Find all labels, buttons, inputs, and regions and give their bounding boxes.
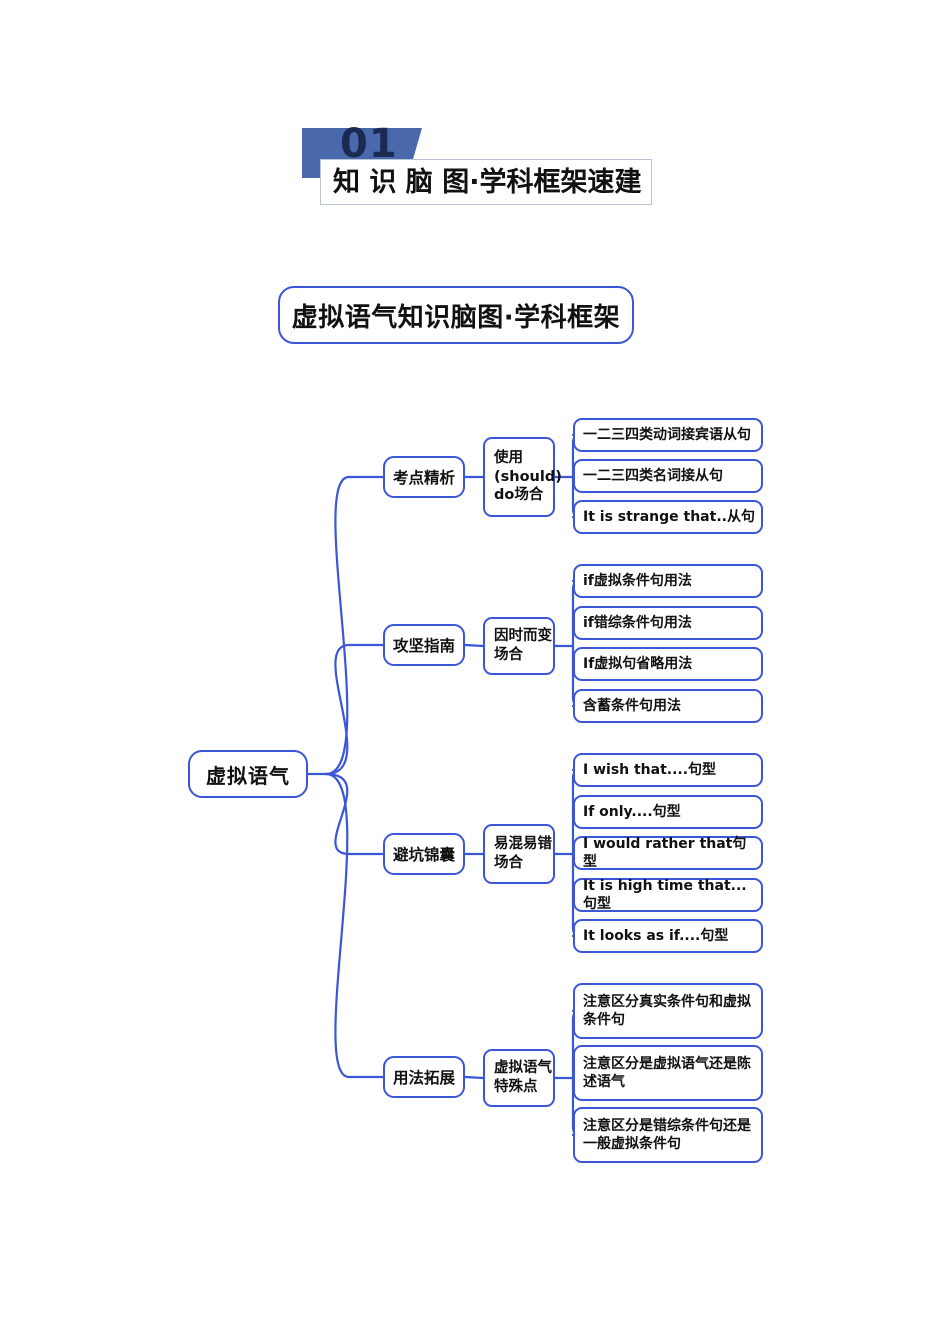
mindmap-leaf-node-2-0-label: I wish that....句型	[583, 761, 717, 778]
mindmap-leaf-node-3-0-label: 注意区分真实条件句和虚拟 条件句	[583, 993, 751, 1028]
mindmap-mid-node-1-label: 因时而变 场合	[494, 628, 552, 663]
mindmap-leaf-node-0-0[interactable]: 一二三四类动词接宾语从句	[573, 418, 763, 452]
section-header-bar: 知 识 脑 图·学科框架速建	[320, 159, 652, 205]
mindmap-leaf-node-1-3[interactable]: 含蓄条件句用法	[573, 689, 763, 723]
mindmap-mid-node-0[interactable]: 使用 (should) do场合	[483, 437, 562, 517]
page-title-text: 虚拟语气知识脑图·学科框架	[291, 302, 621, 333]
mindmap-branch-node-2-label: 避坑锦囊	[392, 846, 455, 864]
mindmap-leaf-node-2-2[interactable]: I would rather that句型	[573, 836, 763, 870]
mindmap-leaf-node-2-4-label: It looks as if....句型	[583, 927, 729, 944]
mindmap-mid-node-1[interactable]: 因时而变 场合	[483, 617, 555, 675]
section-badge-number: 01	[340, 121, 398, 167]
mindmap-leaf-node-0-1-label: 一二三四类名词接从句	[583, 467, 723, 484]
mindmap-mid-node-2[interactable]: 易混易错 场合	[483, 824, 555, 884]
mindmap-mid-node-3[interactable]: 虚拟语气 特殊点	[483, 1049, 555, 1107]
mindmap-leaf-node-2-2-label: I would rather that句型	[583, 835, 747, 870]
mindmap-leaf-node-2-1-label: If only....句型	[583, 803, 681, 820]
mindmap-branch-node-2[interactable]: 避坑锦囊	[383, 833, 465, 875]
mindmap-leaf-node-1-2-label: If虚拟句省略用法	[583, 655, 693, 672]
mindmap-branch-node-3-label: 用法拓展	[392, 1069, 455, 1087]
mindmap-leaf-node-2-0[interactable]: I wish that....句型	[573, 753, 763, 787]
mindmap-leaf-node-0-0-label: 一二三四类动词接宾语从句	[583, 426, 751, 443]
mindmap-leaf-node-1-2[interactable]: If虚拟句省略用法	[573, 647, 763, 681]
mindmap-leaf-node-3-0[interactable]: 注意区分真实条件句和虚拟 条件句	[573, 983, 763, 1039]
mindmap-leaf-node-1-0-label: if虚拟条件句用法	[583, 572, 692, 589]
mindmap-leaf-node-2-4[interactable]: It looks as if....句型	[573, 919, 763, 953]
mindmap-branch-node-1-label: 攻坚指南	[392, 637, 455, 655]
mindmap-branch-node-3[interactable]: 用法拓展	[383, 1056, 465, 1098]
mindmap-leaf-node-2-3-label: It is high time that...句型	[583, 877, 747, 912]
mindmap-leaf-node-0-2[interactable]: It is strange that..从句	[573, 500, 763, 534]
section-header-bar-text: 知 识 脑 图·学科框架速建	[333, 167, 642, 198]
mindmap-leaf-node-2-3[interactable]: It is high time that...句型	[573, 878, 763, 912]
mindmap-leaf-node-1-3-label: 含蓄条件句用法	[583, 697, 681, 714]
mindmap-mid-node-0-label: 使用 (should) do场合	[494, 450, 562, 504]
mindmap-leaf-node-3-2-label: 注意区分是错综条件句还是 一般虚拟条件句	[583, 1117, 751, 1152]
mindmap-leaf-node-3-1[interactable]: 注意区分是虚拟语气还是陈 述语气	[573, 1045, 763, 1101]
section-header: 01 知 识 脑 图·学科框架速建	[302, 124, 662, 218]
mindmap-leaf-node-0-2-label: It is strange that..从句	[583, 508, 755, 525]
mindmap-branch-node-0-label: 考点精析	[392, 469, 455, 487]
mindmap-branch-node-0[interactable]: 考点精析	[383, 456, 465, 498]
mindmap-leaf-node-2-1[interactable]: If only....句型	[573, 795, 763, 829]
page-title: 虚拟语气知识脑图·学科框架	[278, 286, 634, 344]
mindmap-leaf-node-0-1[interactable]: 一二三四类名词接从句	[573, 459, 763, 493]
mindmap-leaf-node-3-1-label: 注意区分是虚拟语气还是陈 述语气	[583, 1055, 751, 1090]
mindmap-branch-node-1[interactable]: 攻坚指南	[383, 624, 465, 666]
mindmap-root-node-label: 虚拟语气	[206, 763, 290, 788]
mindmap-leaf-node-1-1-label: if错综条件句用法	[583, 614, 692, 631]
mindmap-mid-node-3-label: 虚拟语气 特殊点	[494, 1060, 552, 1095]
mindmap-leaf-node-1-1[interactable]: if错综条件句用法	[573, 606, 763, 640]
mindmap-mid-node-2-label: 易混易错 场合	[494, 836, 552, 871]
mindmap-leaf-node-1-0[interactable]: if虚拟条件句用法	[573, 564, 763, 598]
mindmap-root-node[interactable]: 虚拟语气	[188, 750, 308, 798]
mindmap-leaf-node-3-2[interactable]: 注意区分是错综条件句还是 一般虚拟条件句	[573, 1107, 763, 1163]
